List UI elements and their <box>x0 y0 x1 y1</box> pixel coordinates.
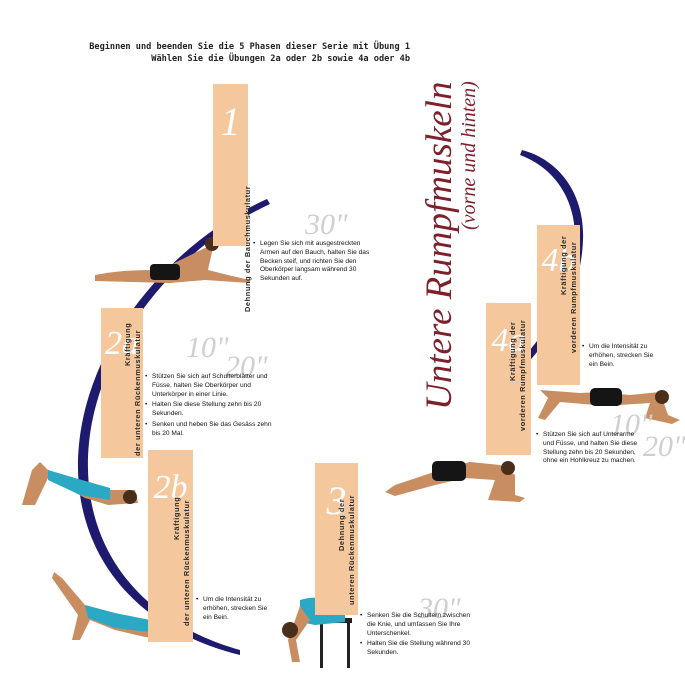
exercise-label-2: vorderen Rumpfmuskulatur <box>518 319 527 431</box>
exercise-label-1: Dehnung der <box>337 498 346 551</box>
instructions-ex4a: Stützen Sie sich auf Unterarme und Füsse… <box>536 431 646 468</box>
exercise-label-2: vorderen Rumpfmuskulatur <box>569 241 578 353</box>
exercise-number: 4a <box>491 322 526 359</box>
panel-ex3: 3 Dehnung der unteren Rückenmuskulatur <box>315 463 358 615</box>
instruction-item: Legen Sie sich mit ausgestreckten Armen … <box>253 240 373 284</box>
exercise-label-2: der unteren Rückenmuskulatur <box>133 329 142 456</box>
figure-ex1 <box>95 237 250 283</box>
duration-ex2a: 10" <box>186 331 229 364</box>
panel-ex1: 1 Dehnung der Bauchmuskulatur <box>213 84 252 312</box>
exercise-label-1: Kräftigung der <box>508 321 517 381</box>
panel-ex4a: 4a Kräftigung der vorderen Rumpfmuskulat… <box>486 303 531 455</box>
panel-ex2b: 2b Kräftigung der unteren Rückenmuskulat… <box>148 450 193 642</box>
panel-ex2a: 2a Kräftigung der unteren Rückenmuskulat… <box>101 308 143 458</box>
instruction-item: Stützen Sie sich auf Unterarme und Füsse… <box>536 431 646 466</box>
duration-ex1: 30" <box>305 208 348 241</box>
figure-ex4a <box>385 461 525 502</box>
duration-ex4a-max: 20" <box>643 430 685 463</box>
instructions-ex1: Legen Sie sich mit ausgestreckten Armen … <box>253 240 373 286</box>
instruction-item: Um die Intensität zu erhöhen, strecken S… <box>196 596 271 622</box>
page-title: Untere Rumpfmuskeln <box>419 81 460 410</box>
instructions-ex3: Senken Sie die Schultern zwischen die Kn… <box>360 612 480 660</box>
instruction-item: Um die Intensität zu erhöhen, strecken S… <box>582 343 662 369</box>
exercise-label-1: Kräftigung der <box>559 235 568 295</box>
instruction-item: Halten Sie die Stellung während 30 Sekun… <box>360 640 480 658</box>
figure-ex2a <box>22 462 138 505</box>
exercise-label-1: Kräftigung <box>123 322 132 366</box>
intro-line-1: Beginnen und beenden Sie die 5 Phasen di… <box>89 42 410 52</box>
exercise-number: 4b <box>541 242 576 279</box>
exercise-number: 2b <box>153 469 188 506</box>
instructions-ex2b: Um die Intensität zu erhöhen, strecken S… <box>196 596 271 624</box>
exercise-label-2: der unteren Rückenmuskulatur <box>182 499 191 626</box>
instruction-item: Halten Sie diese Stellung zehn bis 20 Se… <box>145 401 275 419</box>
instructions-ex4b: Um die Intensität zu erhöhen, strecken S… <box>582 343 662 371</box>
exercise-number: 3 <box>326 478 347 523</box>
exercise-label-2: unteren Rückenmuskulatur <box>347 494 356 605</box>
instructions-ex2a: Stützen Sie sich auf Schulterblätter und… <box>145 373 275 441</box>
instruction-item: Stützen Sie sich auf Schulterblätter und… <box>145 373 275 399</box>
figure-ex4b <box>538 388 680 424</box>
exercise-number: 1 <box>220 99 241 144</box>
intro-line-2: Wählen Sie die Übungen 2a oder 2b sowie … <box>151 54 410 64</box>
exercise-number: 2a <box>105 325 139 362</box>
instruction-item: Senken und heben Sie das Gesäss zehn bis… <box>145 421 275 439</box>
exercise-label-1: Kräftigung <box>172 496 181 540</box>
exercise-label: Dehnung der Bauchmuskulatur <box>243 185 252 312</box>
instruction-item: Senken Sie die Schultern zwischen die Kn… <box>360 612 480 638</box>
panel-ex4b: 4b Kräftigung der vorderen Rumpfmuskulat… <box>537 225 580 385</box>
intro-text: Beginnen und beenden Sie die 5 Phasen di… <box>60 41 410 65</box>
page-subtitle: (vorne und hinten) <box>458 81 480 230</box>
